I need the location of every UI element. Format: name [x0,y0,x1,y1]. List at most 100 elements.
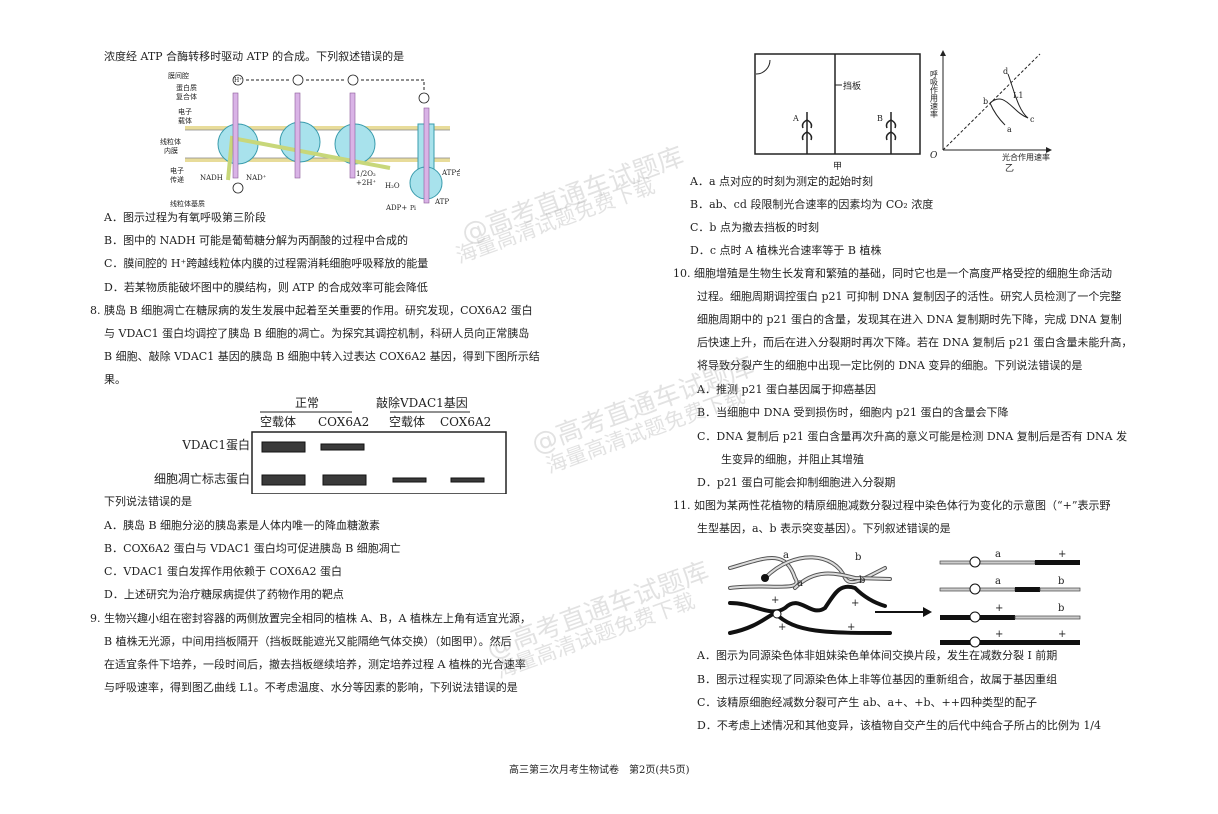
lane-label: 空载体 [260,415,296,429]
row-label-vdac1: VDAC1蛋白 [181,437,250,452]
gamete-chromosomes [939,556,1081,648]
q11-option-b: B．图示过程实现了同源染色体上非等位基因的重新组合，故属于基因重组 [697,673,1058,686]
point-b: b [983,97,988,106]
group-knockout: 敲除VDAC1基因 [376,395,468,410]
q11-stem: 11. 如图为某两性花植物的精原细胞减数分裂过程中染色体行为变化的示意图（“+”… [673,499,1111,512]
band [322,474,367,486]
figure-jia-label: 甲 [833,161,842,172]
q10-option-c: C．DNA 复制后 p21 蛋白含量再次升高的意义可能是检测 DNA 复制后是否… [697,430,1128,443]
figure-yi-label: 乙 [1005,163,1014,174]
q9-stem: 与呼吸速率，得到图乙曲线 L1。不考虑温度、水分等因素的影响，下列说法错误的是 [104,681,518,694]
band [320,443,365,451]
q10-stem: 将导致分裂产生的细胞中出现一定比例的 DNA 变异的细胞。下列说法错误的是 [697,359,1083,372]
q10-option-c-cont: 生变异的细胞，并阻止其增殖 [721,453,864,466]
plant-a-label: A [792,114,799,123]
q9-stem: B 植株无光源，中间用挡板隔开（挡板既能遮光又能隔绝气体交换）（如图甲）。然后 [104,635,512,648]
point-a: a [1007,125,1012,134]
row-label-apoptosis: 细胞凋亡标志蛋白 [154,471,250,486]
curve-l1 [989,73,1029,126]
point-c: c [1030,115,1035,124]
q8-stem: 8. 胰岛 B 细胞凋亡在糖尿病的发生发展中起着至关重要的作用。研究发现，COX… [90,304,533,317]
lane-label: 空载体 [389,415,425,429]
q8-question: 下列说法错误的是 [104,495,192,508]
gene-b: b [1058,576,1064,587]
gene-plus: + [847,622,855,633]
gene-a: a [783,550,789,561]
q8-stem: B 细胞、敲除 VDAC1 基因的胰岛 B 细胞中转入过表达 COX6A2 基因… [104,350,540,363]
curve-label: L1 [1013,91,1023,100]
gene-plus: + [1058,549,1066,560]
plant-icon [801,112,897,154]
label: Pi [410,205,416,212]
label: 电子 [178,107,192,116]
q11-option-d: D．不考虑上述情况和其他变异，该植物自交产生的后代中纯合子所占的比例为 1/4 [697,719,1102,732]
q8-option-a: A．胰岛 B 细胞分泌的胰岛素是人体内唯一的降血糖激素 [104,519,381,532]
q10-option-d: D．p21 蛋白可能会抑制细胞进入分裂期 [697,476,896,489]
gene-b: b [855,552,861,563]
gene-a: a [797,578,803,589]
gene-plus: + [771,595,779,606]
lane-label: COX6A2 [440,415,491,429]
q8-western-blot: 正常 敲除VDAC1基因 空载体 COX6A2 空载体 COX6A2 VDAC1… [154,395,507,494]
q9-stem: 在适宜条件下培养，一段时间后，撤去挡板继续培养，测定培养过程 A 植株的光合速率 [104,658,526,671]
label: 线粒体 [160,137,181,146]
q9-option-b: B．ab、cd 段限制光合速率的因素均为 CO₂ 浓度 [690,198,934,211]
q10-stem: 过程。细胞周期调控蛋白 p21 可抑制 DNA 复制因子的活性。研究人员检测了一… [697,290,1122,303]
label: ATP [434,198,449,206]
origin-label: O [930,151,938,161]
q9-stem: 9. 生物兴趣小组在密封容器的两侧放置完全相同的植株 A、B，A 植株左上角有适… [90,612,531,625]
group-normal: 正常 [295,396,319,410]
q8-option-c: C．VDAC1 蛋白发挥作用依赖于 COX6A2 蛋白 [104,565,343,578]
q7-option-a: A．图示过程为有氧呼吸第三阶段 [104,211,266,224]
label: 蛋白质 [176,83,197,92]
label: 复合体 [176,92,197,101]
q7-option-b: B．图中的 NADH 可能是葡萄糖分解为丙酮酸的过程中合成的 [104,234,409,247]
point-d: d [1003,67,1008,76]
label: 传递 [170,175,184,184]
label: H⁺ [234,77,242,84]
gene-a: a [995,576,1001,587]
band [392,477,427,483]
y-axis-label: 呼吸作用速率 [930,69,939,119]
label: 载体 [178,116,192,125]
q11-option-c: C．该精原细胞经减数分裂可产生 ab、a+、+b、++四种类型的配子 [697,696,1037,709]
q9-option-c: C．b 点为撤去挡板的时刻 [690,221,819,234]
q10-stem: 后快速上升，而后在进入分裂期时再次下降。若在 DNA 复制后 p21 蛋白含量未… [697,336,1133,349]
q10-option-b: B．当细胞中 DNA 受到损伤时，细胞内 p21 蛋白的含量会下降 [697,406,1009,419]
light-source-icon [755,59,771,75]
gene-plus: + [995,603,1003,614]
band [261,474,306,486]
q11-crossover-diagram: a b a b + + + + a + a b + b + + [728,549,1081,648]
q11-stem: 生型基因，a、b 表示突变基因）。下列叙述错误的是 [697,522,951,535]
label: H₂O [385,182,400,190]
q7-mitochondria-diagram: 膜间腔 蛋白质 复合体 电子 载体 线粒体 内膜 电子 传递 NADH NAD⁺… [160,71,460,212]
x-axis-label: 光合作用速率 [1002,152,1050,162]
label: 电子 [170,166,184,175]
label: 1/2O₂ [356,170,376,178]
gene-plus: + [851,598,859,609]
q8-option-b: B．COX6A2 蛋白与 VDAC1 蛋白均可促进胰岛 B 细胞凋亡 [104,542,401,555]
label-intermembrane: 膜间腔 [168,71,189,80]
gene-a: a [995,549,1001,560]
gene-plus: + [778,622,786,633]
gene-plus: + [1058,629,1066,640]
label: 线粒体基质 [170,199,205,208]
q10-stem: 10. 细胞增殖是生物生长发育和繁殖的基础，同时它也是一个高度严格受控的细胞生命… [673,267,1112,280]
label: +2H⁺ [356,179,376,187]
gene-plus: + [995,629,1003,640]
label: ADP+ [385,204,407,212]
q9-figure: 挡板 A B 甲 O 呼吸作用速率 光合作用速率 乙 a b c d L1 [754,50,1052,174]
q7-option-c: C．膜间腔的 H⁺跨越线粒体内膜的过程需消耗细胞呼吸释放的能量 [104,257,429,270]
q10-stem: 细胞周期中的 p21 蛋白的含量，发现其在进入 DNA 复制期时先下降，完成 D… [697,313,1122,326]
q8-stem: 果。 [104,373,126,386]
lane-label: COX6A2 [318,415,369,429]
q9-option-a: A．a 点对应的时刻为测定的起始时刻 [690,175,873,188]
q8-stem: 与 VDAC1 蛋白均调控了胰岛 B 细胞的凋亡。为探究其调控机制，科研人员向正… [104,327,530,340]
q7-option-d: D．若某物质能破坏图中的膜结构，则 ATP 的合成效率可能会降低 [104,281,428,294]
label: NAD⁺ [246,174,267,182]
page-footer: 高三第三次月考生物试卷 第2页(共5页) [509,765,690,776]
label: NADH [200,174,223,182]
board-label: 挡板 [843,80,861,92]
gene-b: b [1058,603,1064,614]
